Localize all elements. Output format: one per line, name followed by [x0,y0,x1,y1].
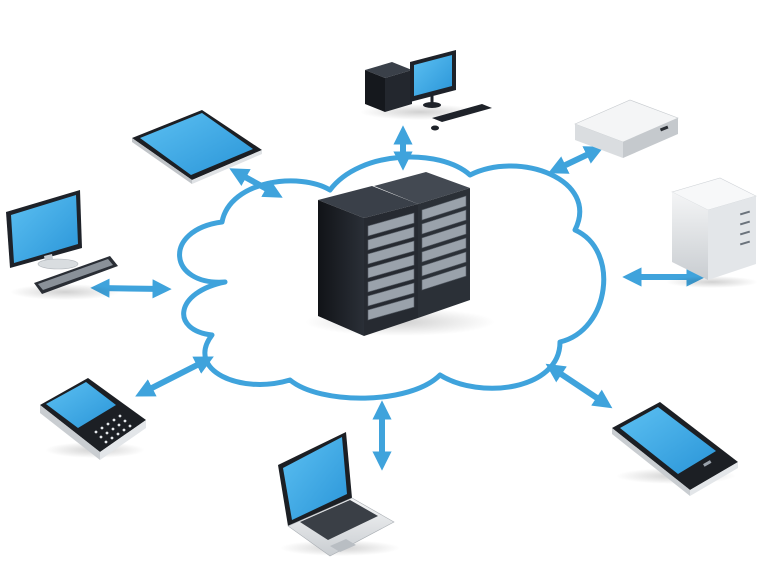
double-arrow-icon [548,146,604,174]
desktop-computer-icon [360,50,492,131]
double-arrow-icon [229,168,283,198]
smartphone-icon [612,402,738,496]
double-arrow-icon [135,356,214,397]
double-arrow-icon [545,363,613,409]
qwerty-phone-icon [40,378,146,460]
connection-arrows [90,125,706,471]
monitor-keyboard-icon [6,190,120,300]
tablet-icon [132,110,262,184]
storage-tower-icon [666,177,758,288]
network-appliance-icon [574,99,679,158]
laptop-icon [278,432,400,557]
server-rack-icon [305,172,495,336]
